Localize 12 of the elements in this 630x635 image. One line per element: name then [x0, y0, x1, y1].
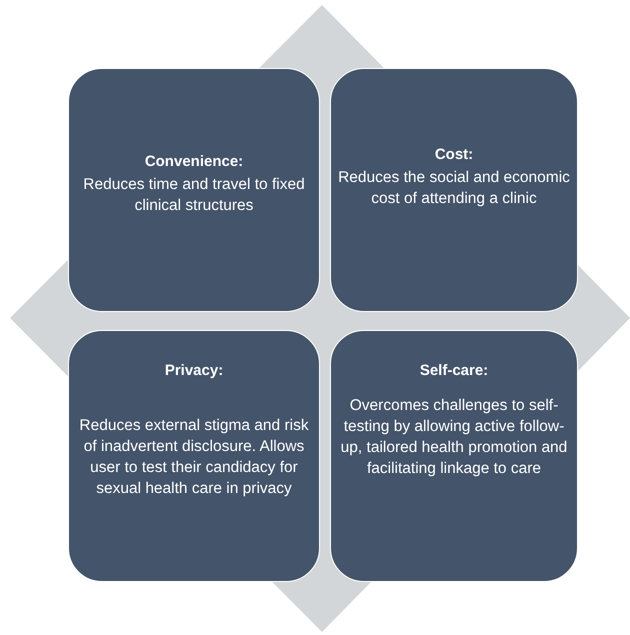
rounded-box	[68, 68, 320, 312]
rounded-box	[68, 330, 320, 582]
box-heading: Self-care:	[420, 361, 488, 381]
rounded-box	[330, 330, 578, 582]
box-heading: Privacy:	[164, 361, 224, 381]
box-heading: Convenience:	[144, 152, 244, 172]
box-description: Reduces external stigma and risk of inadvertent disclosure. Allows user to test their candidacy for sexual health care in privacy	[78, 416, 310, 499]
box-description: Reduces time and travel to fixed clinical structures	[82, 175, 306, 216]
box-heading: Cost:	[434, 145, 474, 165]
box-description: Reduces the social and economic cost of attending a clinic	[337, 168, 571, 209]
rounded-box	[330, 68, 578, 312]
box-description: Overcomes challenges to self-testing by allowing active follow-up, tailored health promotion and facilitating linkage to care	[340, 396, 568, 479]
